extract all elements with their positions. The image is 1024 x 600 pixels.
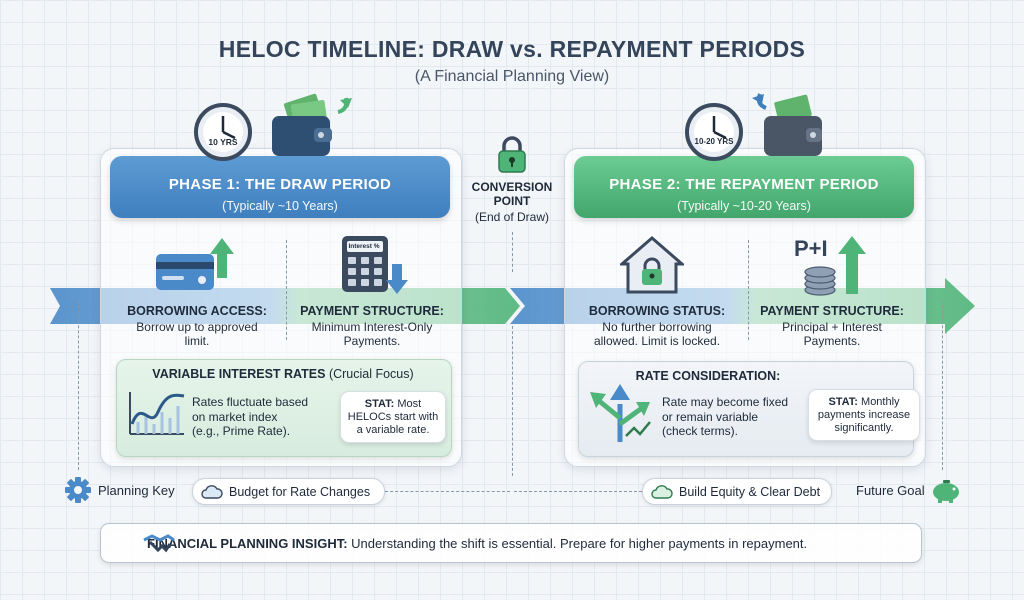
house-lock-icon [620,236,684,294]
rate-consideration-title: RATE CONSIDERATION: [635,369,781,383]
phase2-stat-line2: significantly. [834,422,894,434]
phase2-clock-label: 10-20 YRS [694,137,734,146]
calculator-label: Interest % [348,243,380,250]
phase2-col2-line1: Principal + Interest [782,320,882,334]
future-goal-connector [942,300,943,470]
phase2-divider [748,240,749,340]
phase1-stat-box: STAT: Most HELOCs start with a variable … [340,391,446,443]
phase1-title: PHASE 1: THE DRAW PERIOD [168,176,392,193]
budget-pill-label: Budget for Rate Changes [229,484,371,499]
cloud-icon [201,484,223,499]
page-title: HELOC TIMELINE: DRAW vs. REPAYMENT PERIO… [218,36,806,62]
page-subtitle: (A Financial Planning View) [414,68,610,85]
phase1-stat-line1: HELOCs start with [347,411,439,423]
gear-icon [65,477,91,503]
phase1-col1-line2: limit. [184,334,210,348]
variable-rates-line1: Rates fluctuate based [192,395,309,409]
insight-bold: FINANCIAL PLANNING INSIGHT: [147,535,348,551]
phase1-col2-text: Minimum Interest-Only Payments. [292,320,452,348]
phase1-col1-title: BORROWING ACCESS: [127,304,267,318]
phase2-col1-line2: allowed. Limit is locked. [593,334,721,348]
budget-pill: Budget for Rate Changes [192,478,385,505]
variable-rates-title-rest: (Crucial Focus) [325,367,414,381]
rate-consideration-line2: or remain variable [662,409,759,424]
credit-card-icon [156,238,234,290]
coins-arrow-icon [804,236,866,296]
phase2-stat-rest: Monthly [857,396,900,408]
planning-key-label: Planning Key [98,483,175,498]
rate-consideration-line3: (check terms). [662,424,739,438]
conversion-subtitle: (End of Draw) [474,210,550,224]
phase1-divider [286,240,287,340]
wallet-icon-2 [752,93,822,156]
conversion-title-line2: POINT [493,194,531,208]
phase2-col1-title: BORROWING STATUS: [588,304,726,318]
equity-pill-label: Build Equity & Clear Debt [679,484,821,499]
pi-label: P+I [794,236,828,261]
rate-consideration-line1: Rate may become fixed [662,395,789,409]
future-goal-label: Future Goal [856,483,925,498]
phase2-header: PHASE 2: THE REPAYMENT PERIOD (Typically… [574,156,914,218]
phase1-clock-label: 10 YRS [208,137,238,147]
phase1-col2-title: PAYMENT STRUCTURE: [300,304,444,318]
conversion-dash-top [512,232,513,272]
variable-rates-title: VARIABLE INTEREST RATES (Crucial Focus) [116,367,450,381]
conversion-title-line1: CONVERSION [471,180,553,194]
clock-icon [194,103,252,161]
phase1-subtitle: (Typically ~10 Years) [222,199,338,213]
equity-connector [514,491,642,492]
variable-rates-title-bold: VARIABLE INTEREST RATES [152,367,326,381]
phase2-col2-title: PAYMENT STRUCTURE: [760,304,904,318]
phase2-stat-bold: STAT: [828,396,858,408]
phase2-stat-box: STAT: Monthly payments increase signific… [808,389,920,441]
phase2-col2-text: Principal + Interest Payments. [752,320,912,348]
budget-connector [385,491,510,492]
lock-icon [498,136,526,173]
rate-chart-icon [129,392,185,435]
phase2-col1-line1: No further borrowing [602,320,712,334]
piggy-bank-icon [933,480,959,503]
conversion-title: CONVERSION POINT [466,180,558,208]
variable-rates-line2: on market index [192,409,278,424]
wallet-icon [272,93,352,156]
conversion-dash-bottom [512,326,513,476]
phase1-col1-text: Borrow up to approved limit. [112,320,282,348]
cloud-icon-2 [651,484,673,499]
phase1-stat-bold: STAT: [364,398,395,410]
phase1-stat-rest: Most [394,398,422,410]
rate-consideration-text: Rate may become fixed or remain variable… [662,395,802,439]
variable-rates-line3: (e.g., Prime Rate). [192,424,291,438]
phase2-stat-line1: payments increase [817,409,911,421]
planning-key-connector [78,300,79,470]
clock-icon-2 [685,103,743,161]
phase1-col2-line1: Minimum Interest-Only [311,320,433,334]
phase2-subtitle: (Typically ~10-20 Years) [677,199,811,213]
phase1-stat-line2: a variable rate. [356,424,430,436]
phase2-col2-line2: Payments. [803,334,861,348]
insight-bar: FINANCIAL PLANNING INSIGHT: Understandin… [100,523,922,563]
equity-pill: Build Equity & Clear Debt [642,478,832,505]
phase2-col1-text: No further borrowing allowed. Limit is l… [572,320,742,348]
phase2-title: PHASE 2: THE REPAYMENT PERIOD [609,176,879,193]
calculator-icon [342,236,408,294]
phase1-header: PHASE 1: THE DRAW PERIOD (Typically ~10 … [110,156,450,218]
insight-text: Understanding the shift is essential. Pr… [347,535,808,551]
handshake-icon [143,534,175,553]
phase1-col1-line1: Borrow up to approved [136,320,258,334]
split-arrows-icon [590,384,651,442]
variable-rates-text: Rates fluctuate based on market index (e… [192,395,332,439]
phase1-col2-line2: Payments. [343,334,401,348]
